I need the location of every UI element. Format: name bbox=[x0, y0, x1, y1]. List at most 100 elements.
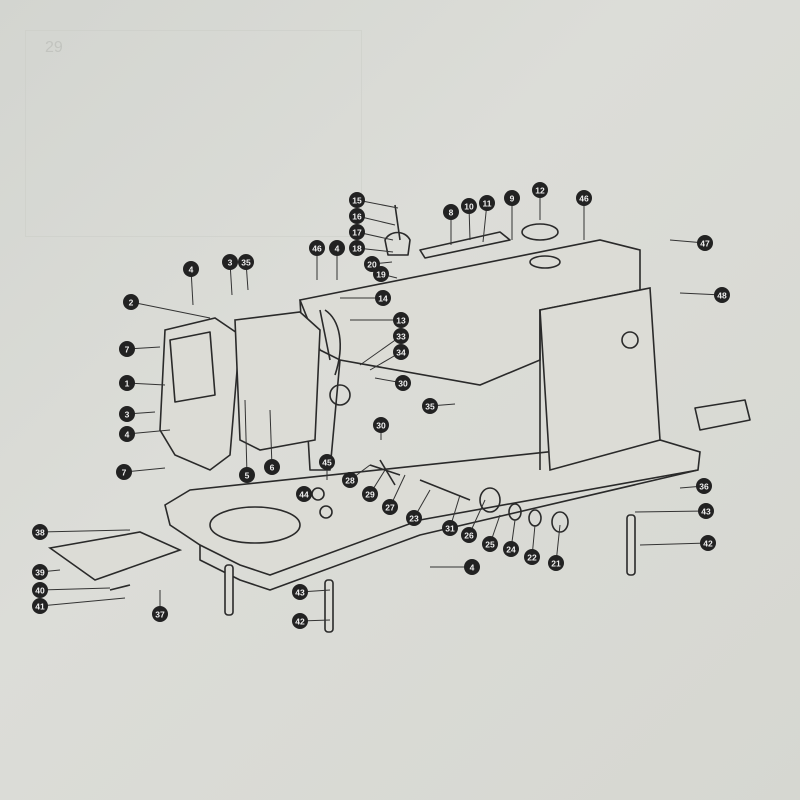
callout-badge bbox=[329, 240, 345, 256]
part-callout-9: 9 bbox=[504, 190, 520, 240]
part-callout-3: 3 bbox=[222, 254, 238, 296]
callout-badge bbox=[238, 254, 254, 270]
callout-number: 25 bbox=[485, 540, 495, 550]
callout-number: 4 bbox=[335, 244, 340, 254]
part-callout-47: 47 bbox=[669, 235, 713, 251]
callout-number: 29 bbox=[365, 490, 375, 500]
callout-badge bbox=[152, 606, 168, 622]
callout-badge bbox=[264, 459, 280, 475]
part-callout-10: 10 bbox=[461, 198, 477, 241]
callout-badge bbox=[222, 254, 238, 270]
callout-number: 19 bbox=[376, 270, 386, 280]
callout-number: 27 bbox=[385, 503, 395, 513]
leader-line bbox=[639, 542, 709, 546]
callout-number: 23 bbox=[409, 514, 419, 524]
callout-badge bbox=[239, 467, 255, 483]
callout-badge bbox=[32, 582, 48, 598]
callout-number: 2 bbox=[129, 298, 134, 308]
leader-line bbox=[634, 510, 707, 513]
callout-number: 20 bbox=[367, 260, 377, 270]
part-callout-28: 28 bbox=[342, 464, 371, 488]
part-callout-29: 29 bbox=[362, 469, 386, 502]
leader-line bbox=[39, 587, 111, 591]
callout-badge bbox=[373, 417, 389, 433]
callout-badge bbox=[393, 344, 409, 360]
callout-number: 41 bbox=[35, 602, 45, 612]
part-callout-4: 4 bbox=[430, 559, 480, 575]
leg bbox=[224, 564, 234, 616]
callout-badge bbox=[700, 535, 716, 551]
callout-number: 48 bbox=[717, 291, 727, 301]
callout-number: 39 bbox=[35, 568, 45, 578]
page-number: 29 bbox=[45, 39, 63, 56]
callout-badge bbox=[292, 584, 308, 600]
part-callout-46: 46 bbox=[576, 190, 592, 240]
callout-badge bbox=[393, 328, 409, 344]
callout-badge bbox=[309, 240, 325, 256]
callout-badge bbox=[393, 312, 409, 328]
part-callout-44: 44 bbox=[296, 486, 312, 502]
callout-number: 40 bbox=[35, 586, 45, 596]
machine-pillar bbox=[539, 287, 661, 472]
part-callout-6: 6 bbox=[264, 409, 280, 475]
callout-badge bbox=[548, 555, 564, 571]
callout-number: 42 bbox=[295, 617, 305, 627]
callout-number: 37 bbox=[155, 610, 165, 620]
part-callout-27: 27 bbox=[382, 474, 406, 515]
callout-badge bbox=[422, 398, 438, 414]
part-callout-23: 23 bbox=[406, 489, 431, 526]
part-callout-14: 14 bbox=[340, 290, 391, 306]
leader-line bbox=[269, 409, 273, 468]
callout-badge bbox=[349, 224, 365, 240]
callout-badge bbox=[395, 375, 411, 391]
callout-number: 13 bbox=[396, 316, 406, 326]
callout-badge bbox=[482, 536, 498, 552]
callout-number: 46 bbox=[312, 244, 322, 254]
part-callout-13: 13 bbox=[350, 312, 409, 328]
callout-badge bbox=[349, 240, 365, 256]
callout-number: 5 bbox=[245, 471, 250, 481]
callout-badge bbox=[461, 527, 477, 543]
callout-badge bbox=[443, 204, 459, 220]
leg bbox=[626, 514, 636, 576]
part-callout-41: 41 bbox=[32, 597, 126, 614]
callout-number: 34 bbox=[396, 348, 406, 358]
part-callout-18: 18 bbox=[349, 240, 394, 256]
callout-badge bbox=[32, 524, 48, 540]
part-callout-8: 8 bbox=[443, 204, 459, 245]
part-callout-38: 38 bbox=[32, 524, 131, 540]
callout-badge bbox=[32, 564, 48, 580]
part-callout-26: 26 bbox=[461, 499, 486, 543]
leader-line bbox=[130, 301, 211, 319]
callout-number: 43 bbox=[701, 507, 711, 517]
part-callout-15: 15 bbox=[349, 192, 399, 209]
callout-badge bbox=[119, 426, 135, 442]
callout-number: 28 bbox=[345, 476, 355, 486]
callout-badge bbox=[362, 486, 378, 502]
part-callout-16: 16 bbox=[349, 208, 396, 226]
leader-line bbox=[39, 597, 126, 607]
callout-number: 3 bbox=[228, 258, 233, 268]
callout-badge bbox=[532, 182, 548, 198]
part-callout-42: 42 bbox=[292, 613, 331, 629]
callout-badge bbox=[373, 266, 389, 282]
part-callout-42: 42 bbox=[639, 535, 716, 551]
part-callout-35: 35 bbox=[422, 398, 456, 414]
part-callout-37: 37 bbox=[152, 590, 168, 622]
callout-badge bbox=[296, 486, 312, 502]
part-callout-2: 2 bbox=[123, 294, 211, 319]
callout-badge bbox=[319, 454, 335, 470]
callout-number: 14 bbox=[378, 294, 388, 304]
callout-badge bbox=[697, 235, 713, 251]
callout-number: 6 bbox=[270, 463, 275, 473]
callout-number: 15 bbox=[352, 196, 362, 206]
callout-badge bbox=[119, 341, 135, 357]
part-callout-4: 4 bbox=[119, 426, 171, 442]
callout-badge bbox=[119, 375, 135, 391]
callout-number: 18 bbox=[352, 244, 362, 254]
callout-badge bbox=[479, 195, 495, 211]
part-callout-36: 36 bbox=[679, 478, 712, 494]
part-callout-5: 5 bbox=[239, 399, 255, 483]
callout-badge bbox=[349, 208, 365, 224]
